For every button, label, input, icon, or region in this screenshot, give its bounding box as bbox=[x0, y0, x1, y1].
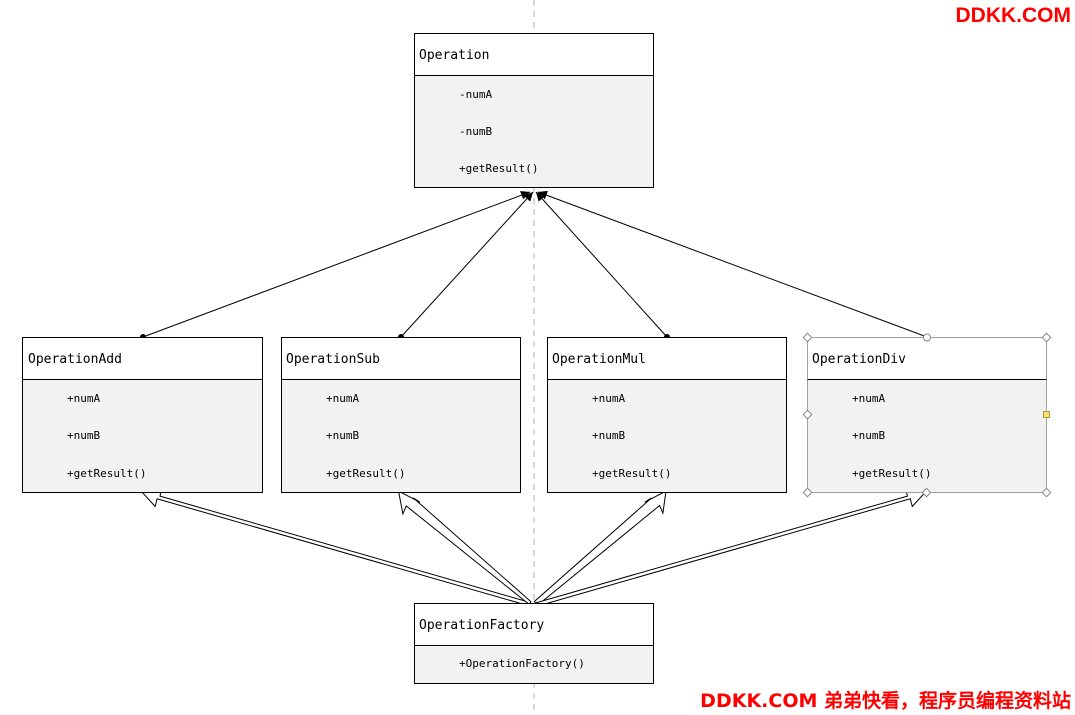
member-numB: +numB bbox=[592, 429, 625, 442]
class-operation-factory-header bbox=[414, 603, 654, 646]
resize-handle-ne[interactable] bbox=[1041, 332, 1052, 343]
resize-handle-se[interactable] bbox=[1041, 487, 1052, 498]
class-operation-mul-title: OperationMul bbox=[552, 352, 646, 367]
block-arrow-to-sub[interactable] bbox=[397, 490, 532, 606]
member-numB: +numB bbox=[852, 429, 885, 442]
class-operation-add-body bbox=[22, 379, 263, 493]
link-sub-to-operation[interactable] bbox=[400, 191, 534, 338]
class-operation-sub-body bbox=[281, 379, 521, 493]
link-div-to-operation[interactable] bbox=[537, 190, 928, 338]
association-lines bbox=[140, 190, 928, 340]
class-operation-div-header bbox=[807, 337, 1047, 380]
class-operation-mul[interactable]: OperationMul +numA +numB +getResult() bbox=[547, 337, 787, 493]
class-operation-add[interactable]: OperationAdd +numA +numB +getResult() bbox=[22, 337, 263, 493]
member-getResult: +getResult() bbox=[67, 467, 146, 480]
class-operation-mul-header bbox=[547, 337, 787, 380]
class-operation-header bbox=[414, 33, 654, 76]
class-operation[interactable]: Operation -numA -numB +getResult() bbox=[414, 33, 654, 188]
resize-handle-sw[interactable] bbox=[802, 487, 813, 498]
block-arrow-to-mul[interactable] bbox=[533, 490, 667, 606]
member-numA: -numA bbox=[459, 88, 492, 101]
link-mul-to-operation[interactable] bbox=[535, 191, 668, 338]
class-operation-div-title: OperationDiv bbox=[812, 352, 906, 367]
class-operation-title: Operation bbox=[419, 48, 489, 63]
class-operation-div[interactable]: OperationDiv +numA +numB +getResult() bbox=[802, 332, 1052, 498]
member-operation-factory-ctor: +OperationFactory() bbox=[459, 657, 585, 670]
resize-handle-w[interactable] bbox=[802, 409, 813, 420]
member-numA: +numA bbox=[67, 392, 100, 405]
member-numB: +numB bbox=[326, 429, 359, 442]
selection-handles[interactable] bbox=[802, 332, 1052, 498]
member-getResult: +getResult() bbox=[592, 467, 671, 480]
member-numA: +numA bbox=[592, 392, 625, 405]
class-operation-factory-title: OperationFactory bbox=[419, 618, 544, 633]
class-operation-sub-header bbox=[281, 337, 521, 380]
connection-handle-top[interactable] bbox=[923, 333, 931, 342]
class-operation-sub-title: OperationSub bbox=[286, 352, 380, 367]
member-getResult: +getResult() bbox=[459, 162, 538, 175]
class-operation-add-header bbox=[22, 337, 263, 380]
watermark-top: DDKK.COM bbox=[955, 4, 1072, 27]
member-numB: +numB bbox=[67, 429, 100, 442]
link-add-to-operation[interactable] bbox=[142, 190, 531, 338]
resize-handle-e[interactable] bbox=[1043, 411, 1050, 418]
watermark-bottom: DDKK.COM 弟弟快看，程序员编程资料站 bbox=[700, 690, 1071, 712]
member-numA: +numA bbox=[852, 392, 885, 405]
member-numB: -numB bbox=[459, 125, 492, 138]
resize-handle-nw[interactable] bbox=[802, 332, 813, 343]
class-operation-sub[interactable]: OperationSub +numA +numB +getResult() bbox=[281, 337, 521, 493]
class-operation-body bbox=[414, 75, 654, 188]
class-operation-mul-body bbox=[547, 379, 787, 493]
member-getResult: +getResult() bbox=[326, 467, 405, 480]
class-operation-factory-body bbox=[414, 645, 654, 684]
member-getResult: +getResult() bbox=[852, 467, 931, 480]
block-arrow-to-add[interactable] bbox=[140, 487, 532, 607]
resize-handle-s[interactable] bbox=[921, 487, 932, 498]
member-numA: +numA bbox=[326, 392, 359, 405]
class-operation-factory[interactable]: OperationFactory +OperationFactory() bbox=[414, 603, 654, 684]
class-operation-add-title: OperationAdd bbox=[28, 352, 122, 367]
factory-arrows bbox=[140, 487, 928, 607]
